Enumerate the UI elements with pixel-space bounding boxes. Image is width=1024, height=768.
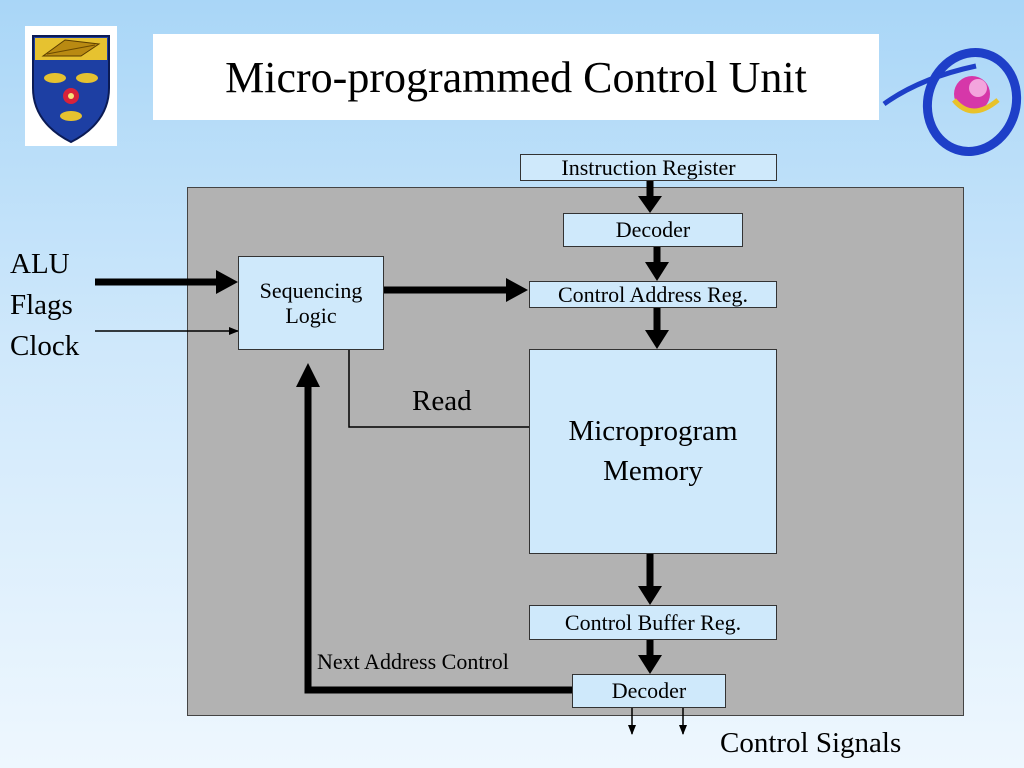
arrow-car-to-memory	[645, 308, 669, 349]
arrow-alu-flags-to-seq	[95, 270, 238, 294]
decoder-bottom-label: Decoder	[611, 678, 687, 704]
instruction-register-label: Instruction Register	[561, 154, 736, 180]
arrow-seq-to-car	[384, 278, 528, 302]
input-flags-label: Flags	[10, 289, 73, 321]
microprogram-memory-label-line1: Microprogram	[568, 415, 738, 448]
arrow-next-address-feedback	[296, 363, 572, 694]
next-address-control-label: Next Address Control	[317, 649, 509, 674]
arrow-memory-to-cbr	[638, 554, 662, 605]
arrow-cbr-to-decoder	[638, 640, 662, 674]
control-address-reg-box: Control Address Reg.	[529, 281, 777, 308]
arrow-decoder-to-car	[645, 247, 669, 281]
slide-title-text: Micro-programmed Control Unit	[225, 52, 807, 102]
microprogram-memory-label-line2: Memory	[603, 454, 703, 487]
read-line	[348, 349, 529, 428]
decoder-top-box: Decoder	[563, 213, 743, 247]
sequencing-logic-box: Sequencing Logic	[238, 256, 384, 350]
control-buffer-reg-box: Control Buffer Reg.	[529, 605, 777, 640]
university-crest-logo	[25, 26, 117, 146]
control-buffer-reg-label: Control Buffer Reg.	[564, 609, 742, 635]
decoder-bottom-box: Decoder	[572, 674, 726, 708]
read-label: Read	[412, 385, 472, 417]
instruction-register-box: Instruction Register	[520, 154, 777, 181]
microprogram-memory-box: Microprogram Memory	[529, 349, 777, 554]
input-clock-label: Clock	[10, 330, 80, 362]
sequencing-logic-label-line1: Sequencing	[259, 277, 363, 303]
orbit-logo	[880, 30, 1024, 160]
decoder-top-label: Decoder	[615, 217, 691, 243]
control-address-reg-label: Control Address Reg.	[557, 281, 749, 307]
slide-title: Micro-programmed Control Unit	[153, 34, 879, 120]
input-alu-label: ALU	[10, 248, 70, 280]
arrow-ir-to-decoder	[638, 180, 662, 213]
control-signals-label: Control Signals	[720, 727, 902, 759]
sequencing-logic-label-line2: Logic	[285, 303, 337, 328]
